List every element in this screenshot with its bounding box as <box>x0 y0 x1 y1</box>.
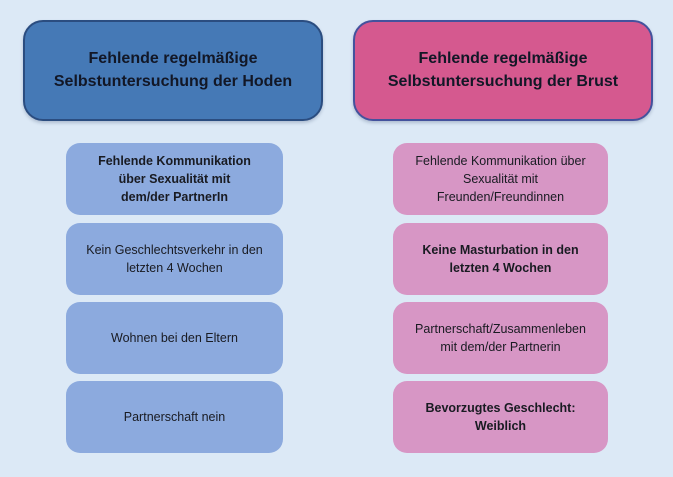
item-brust-bevorzugtes-geschlecht: Bevorzugtes Geschlecht: Weiblich <box>393 381 608 453</box>
header-box-brust: Fehlende regelmäßige Selbstuntersuchung … <box>353 20 653 121</box>
item-hoden-kommunikation: Fehlende Kommunikation über Sexualität m… <box>66 143 283 215</box>
item-hoden-wohnen-eltern: Wohnen bei den Eltern <box>66 302 283 374</box>
item-brust-masturbation: Keine Masturbation in den letzten 4 Woch… <box>393 223 608 295</box>
header-box-hoden: Fehlende regelmäßige Selbstuntersuchung … <box>23 20 323 121</box>
item-hoden-geschlechtsverkehr: Kein Geschlechtsverkehr in den letzten 4… <box>66 223 283 295</box>
item-brust-partnerschaft-zusammenleben: Partnerschaft/Zusammenleben mit dem/der … <box>393 302 608 374</box>
item-hoden-partnerschaft-nein: Partnerschaft nein <box>66 381 283 453</box>
item-brust-kommunikation: Fehlende Kommunikation über Sexualität m… <box>393 143 608 215</box>
